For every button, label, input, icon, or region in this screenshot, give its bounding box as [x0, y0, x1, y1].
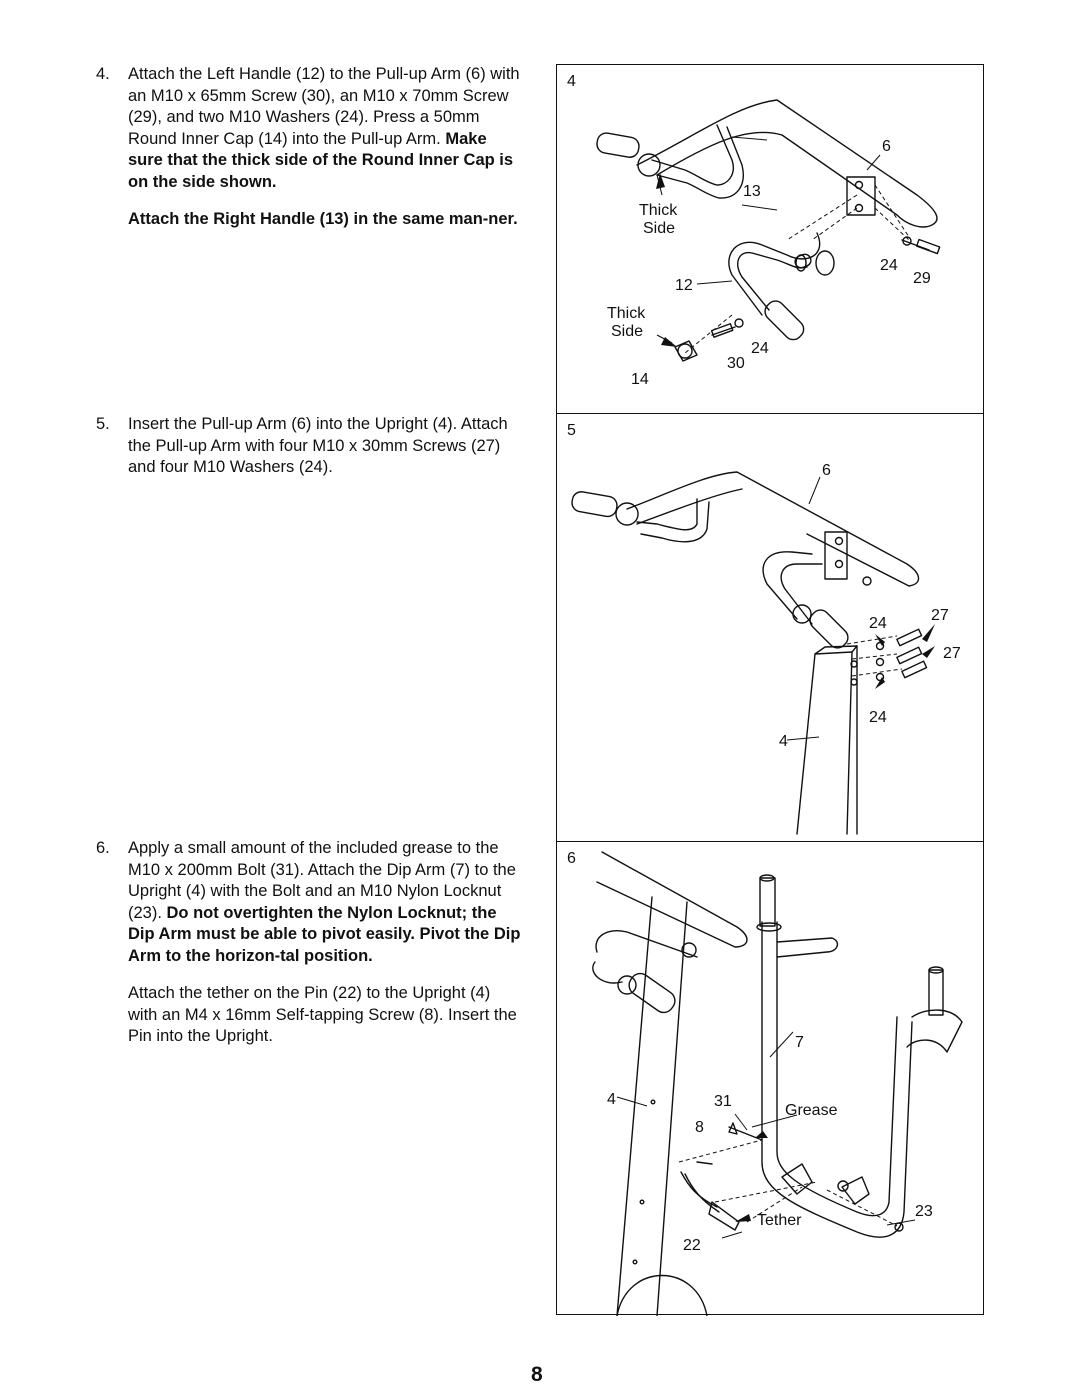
label-upright: 4	[607, 1091, 616, 1108]
figure-6-drawing: 7 4 31 Grease 8 Tether 23 22	[592, 851, 963, 1316]
step-warning: Make sure that the thick side of the Rou…	[128, 129, 514, 191]
label-upright: 4	[779, 733, 788, 750]
step-warning: Do not overtighten the Nylon Locknut; th…	[128, 903, 521, 965]
label-grease: Grease	[785, 1102, 838, 1119]
label-side-1: Side	[643, 220, 675, 237]
label-washer-24a: 24	[880, 257, 898, 274]
label-screw-29: 29	[913, 270, 931, 287]
label-thick-2: Thick	[607, 305, 646, 322]
label-pull-up-arm: 6	[882, 138, 891, 155]
step-text: Apply a small amount of the included gre…	[128, 839, 516, 922]
figure-4: 4	[556, 64, 984, 414]
step-number: 4.	[96, 65, 110, 83]
step-extra-text: Attach the tether on the Pin (22) to the…	[128, 984, 517, 1045]
label-bolt-31: 31	[714, 1093, 732, 1110]
step-text: Insert the Pull-up Arm (6) into the Upri…	[128, 415, 508, 476]
figure-number: 5	[567, 422, 576, 439]
label-right-handle: 13	[743, 183, 761, 200]
step-4: 4. Attach the Left Handle (12) to the Pu…	[96, 64, 521, 231]
label-left-handle: 12	[675, 277, 693, 294]
page-number: 8	[531, 1363, 543, 1386]
step-extra-instruction: Attach the Right Handle (13) in the same…	[128, 210, 518, 228]
label-washer-24-bottom: 24	[869, 709, 887, 726]
label-screw-27-right: 27	[943, 645, 961, 662]
label-pull-up-arm: 6	[822, 462, 831, 479]
label-screw-8: 8	[695, 1119, 704, 1136]
label-tether: Tether	[757, 1212, 802, 1229]
label-side-2: Side	[611, 323, 643, 340]
step-text: Attach the Left Handle (12) to the Pull-…	[128, 65, 520, 148]
figure-number: 4	[567, 73, 576, 90]
label-screw-27-top: 27	[931, 607, 949, 624]
label-thick-1: Thick	[639, 202, 678, 219]
step-number: 6.	[96, 839, 110, 857]
step-5: 5. Insert the Pull-up Arm (6) into the U…	[96, 414, 521, 479]
label-screw-30: 30	[727, 355, 745, 372]
label-dip-arm: 7	[795, 1034, 804, 1051]
label-cap-14: 14	[631, 371, 649, 388]
figure-5: 5	[556, 413, 984, 842]
step-number: 5.	[96, 415, 110, 433]
figure-4-drawing: 6 13 Thick Side 12 24 29 Thick Side 24 3…	[596, 99, 941, 388]
figure-6: 6	[556, 841, 984, 1316]
label-pin-22: 22	[683, 1237, 701, 1254]
step-6: 6. Apply a small amount of the included …	[96, 838, 521, 1048]
label-washer-24b: 24	[751, 340, 769, 357]
label-locknut-23: 23	[915, 1203, 933, 1220]
label-washer-24-top: 24	[869, 615, 887, 632]
figure-5-drawing: 6 24 27 27 24 4	[571, 462, 961, 835]
figure-number: 6	[567, 850, 576, 867]
